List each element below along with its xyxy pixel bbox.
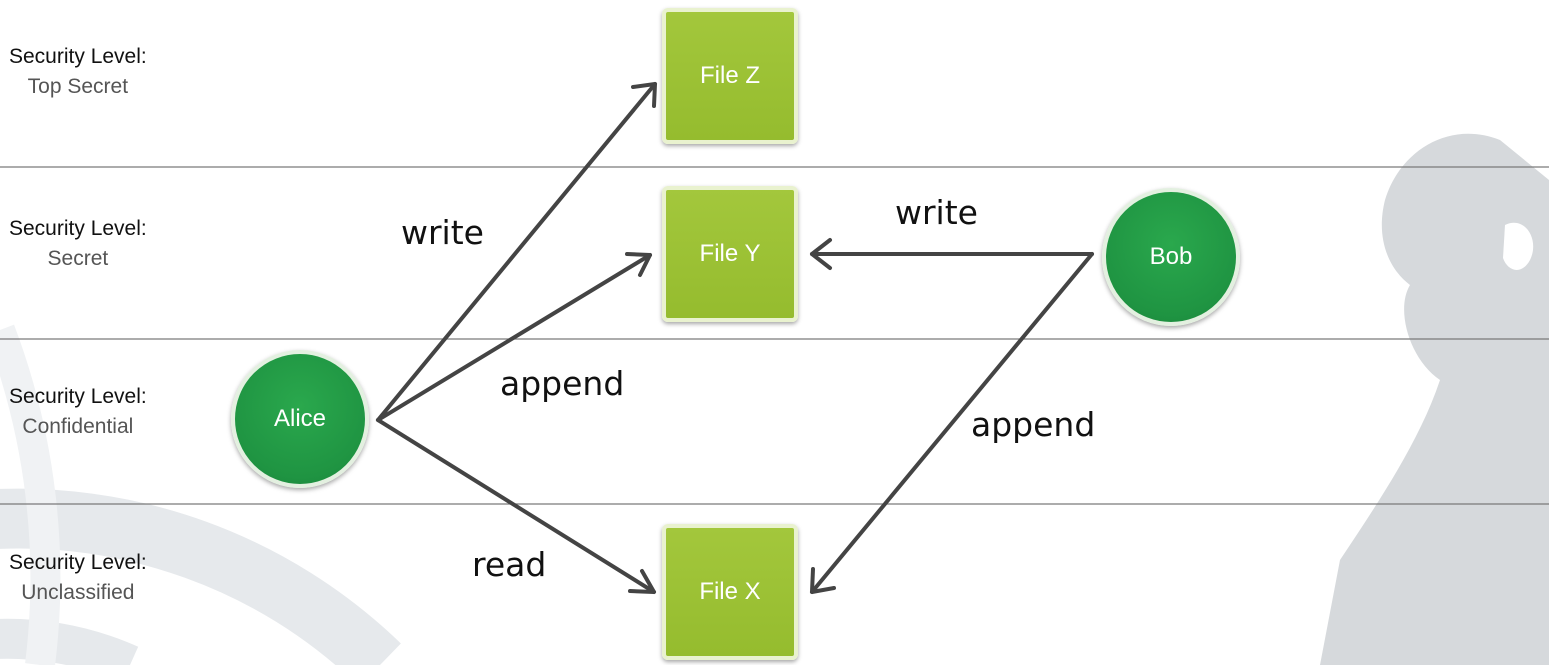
bob-write-label: write <box>895 193 978 232</box>
file-y-box[interactable]: File Y <box>662 186 798 322</box>
bob-append-label: append <box>971 405 1096 444</box>
level-confidential: Security Level: Confidential <box>9 382 147 442</box>
alice-write-arrow <box>376 82 657 422</box>
file-x-box[interactable]: File X <box>662 524 798 660</box>
alice-read-label: read <box>472 545 547 584</box>
level-unclassified: Security Level: Unclassified <box>9 548 147 608</box>
silhouette-ear <box>1503 222 1534 270</box>
bob-append-arrow <box>810 252 1094 594</box>
level-top-secret: Security Level: Top Secret <box>9 42 147 102</box>
bob-write-arrow <box>810 238 1094 270</box>
alice-append-arrow <box>376 252 652 422</box>
alice-node[interactable]: Alice <box>231 350 369 488</box>
alice-write-label: write <box>401 213 484 252</box>
alice-append-label: append <box>500 364 625 403</box>
level-secret: Security Level: Secret <box>9 214 147 274</box>
level-header: Security Level: <box>9 385 147 408</box>
file-z-box[interactable]: File Z <box>662 8 798 144</box>
bob-node[interactable]: Bob <box>1102 188 1240 326</box>
level-value: Secret <box>47 247 109 270</box>
level-header: Security Level: <box>9 217 147 240</box>
level-header: Security Level: <box>9 551 147 574</box>
level-value: Top Secret <box>27 75 129 98</box>
level-dividers <box>0 166 1549 505</box>
level-value: Confidential <box>22 415 134 438</box>
level-value: Unclassified <box>21 581 135 604</box>
level-header: Security Level: <box>9 45 147 68</box>
silhouette-shape <box>1320 133 1549 665</box>
alice-read-arrow <box>376 418 656 594</box>
background-arcs <box>0 324 401 665</box>
